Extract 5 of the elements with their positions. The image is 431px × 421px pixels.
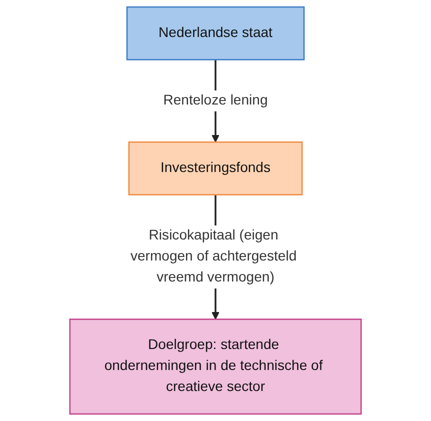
edge-label: Renteloze lening [163,92,268,108]
node-box: Investeringsfonds [128,141,303,196]
edge-label: Risicokapitaal (eigen vermogen of achtergesteld vreemd vermogen) [130,228,297,286]
node-box: Doelgroep: startende ondernemingen in de technische of creatieve sector [69,318,362,415]
node-box: Nederlandse staat [126,6,305,60]
